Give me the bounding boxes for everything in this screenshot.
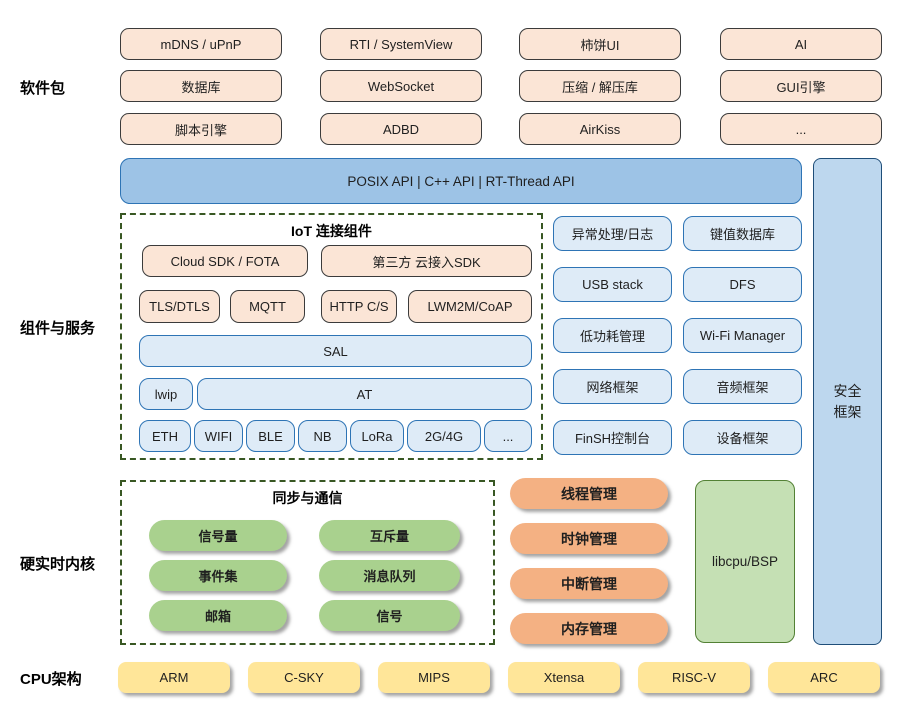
iot-box-sal: SAL <box>139 335 532 367</box>
cpu-box-risc-v: RISC-V <box>638 662 750 693</box>
security-framework-line2: 框架 <box>833 403 862 420</box>
package-box-compression: 压缩 / 解压库 <box>519 70 681 102</box>
iot-group-title: IoT 连接组件 <box>291 223 372 239</box>
label-cpu-architecture: CPU架构 <box>20 671 82 688</box>
iot-box-lora: LoRa <box>350 420 404 452</box>
service-box-wifi-manager: Wi-Fi Manager <box>683 318 802 353</box>
libcpu-bsp-box: libcpu/BSP <box>695 480 795 643</box>
iot-connectivity-group: IoT 连接组件 Cloud SDK / FOTA 第三方 云接入SDK TLS… <box>120 213 543 460</box>
package-box-airkiss: AirKiss <box>519 113 681 145</box>
iot-box-lwip: lwip <box>139 378 193 410</box>
api-layer-bar: POSIX API | C++ API | RT-Thread API <box>120 158 802 204</box>
iot-box-eth: ETH <box>139 420 191 452</box>
iot-box-tls-dtls: TLS/DTLS <box>139 290 220 323</box>
package-box-adbd: ADBD <box>320 113 482 145</box>
iot-box-at: AT <box>197 378 532 410</box>
iot-box-lwm2m-coap: LWM2M/CoAP <box>408 290 532 323</box>
iot-box-third-party-sdk: 第三方 云接入SDK <box>321 245 532 277</box>
iot-box-more: ... <box>484 420 532 452</box>
iot-box-2g-4g: 2G/4G <box>407 420 481 452</box>
package-box-more: ... <box>720 113 882 145</box>
label-hard-realtime-kernel: 硬实时内核 <box>20 556 96 573</box>
iot-box-nb: NB <box>298 420 347 452</box>
package-box-persimmon-ui: 柿饼UI <box>519 28 681 60</box>
label-components-services: 组件与服务 <box>20 320 96 337</box>
sync-box-message-queue: 消息队列 <box>319 560 460 591</box>
service-box-kv-database: 键值数据库 <box>683 216 802 251</box>
package-box-mdns-upnp: mDNS / uPnP <box>120 28 282 60</box>
iot-box-http-cs: HTTP C/S <box>321 290 397 323</box>
iot-box-cloud-sdk-fota: Cloud SDK / FOTA <box>142 245 308 277</box>
service-box-usb-stack: USB stack <box>553 267 672 302</box>
kernel-box-memory-management: 内存管理 <box>510 613 668 644</box>
package-box-websocket: WebSocket <box>320 70 482 102</box>
iot-box-mqtt: MQTT <box>230 290 305 323</box>
kernel-box-clock-management: 时钟管理 <box>510 523 668 554</box>
service-box-network-framework: 网络框架 <box>553 369 672 404</box>
sync-box-mutex: 互斥量 <box>319 520 460 551</box>
service-box-low-power: 低功耗管理 <box>553 318 672 353</box>
iot-box-ble: BLE <box>246 420 295 452</box>
cpu-box-xtensa: Xtensa <box>508 662 620 693</box>
cpu-box-arc: ARC <box>768 662 880 693</box>
sync-communication-group: 同步与通信 信号量 互斥量 事件集 消息队列 邮箱 信号 <box>120 480 495 645</box>
kernel-box-thread-management: 线程管理 <box>510 478 668 509</box>
cpu-box-mips: MIPS <box>378 662 490 693</box>
package-box-rti-systemview: RTI / SystemView <box>320 28 482 60</box>
service-box-finsh-console: FinSH控制台 <box>553 420 672 455</box>
sync-group-title: 同步与通信 <box>272 490 343 506</box>
sync-box-event-set: 事件集 <box>149 560 287 591</box>
iot-box-wifi: WIFI <box>194 420 243 452</box>
service-box-audio-framework: 音频框架 <box>683 369 802 404</box>
security-framework-line1: 安全 <box>833 383 862 400</box>
kernel-box-interrupt-management: 中断管理 <box>510 568 668 599</box>
sync-box-mailbox: 邮箱 <box>149 600 287 631</box>
service-box-device-framework: 设备框架 <box>683 420 802 455</box>
service-box-dfs: DFS <box>683 267 802 302</box>
package-box-ai: AI <box>720 28 882 60</box>
sync-box-signal: 信号 <box>319 600 460 631</box>
package-box-gui-engine: GUI引擎 <box>720 70 882 102</box>
service-box-exception-log: 异常处理/日志 <box>553 216 672 251</box>
cpu-box-arm: ARM <box>118 662 230 693</box>
label-software-packages: 软件包 <box>20 80 66 97</box>
package-box-database: 数据库 <box>120 70 282 102</box>
sync-box-semaphore: 信号量 <box>149 520 287 551</box>
package-box-script-engine: 脚本引擎 <box>120 113 282 145</box>
security-framework-bar: 安全 框架 <box>813 158 882 645</box>
cpu-box-c-sky: C-SKY <box>248 662 360 693</box>
